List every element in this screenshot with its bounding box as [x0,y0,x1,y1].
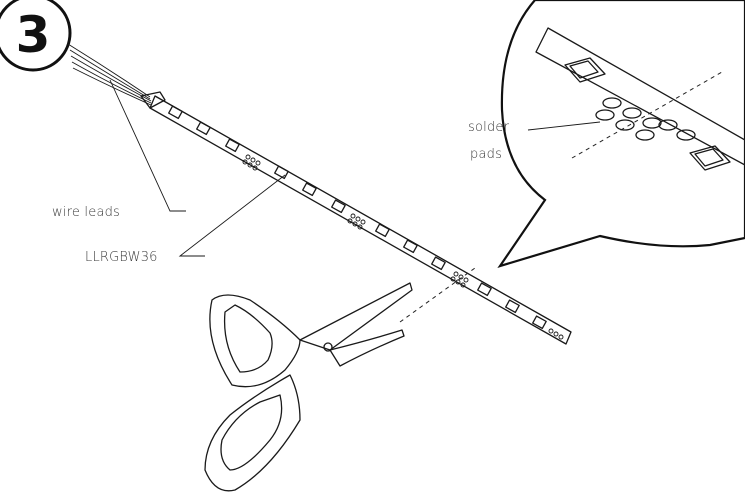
solder-label-line2: pads [470,147,502,162]
step-number: 3 [16,6,51,64]
zoom-cut-line [571,71,723,159]
led-strip [149,95,572,345]
solder-pad-groups [242,154,564,340]
solder-pads-leader [527,121,601,131]
scissors-icon [204,282,413,492]
model-label: LLRGBW36 [85,250,158,265]
wire-leads-leader [109,79,186,212]
zoom-callout [497,0,745,268]
step-badge: 3 [0,0,72,72]
cut-line [399,267,476,323]
wire-leads-label: wire leads [52,205,120,220]
zoom-led-right [689,145,731,171]
zoom-solder-pads [595,97,696,141]
wire-bundle [67,43,166,109]
zoom-led-left [564,57,606,83]
model-leader [178,174,286,257]
led-chips [168,105,547,330]
solder-label-line1: solder [468,120,510,135]
